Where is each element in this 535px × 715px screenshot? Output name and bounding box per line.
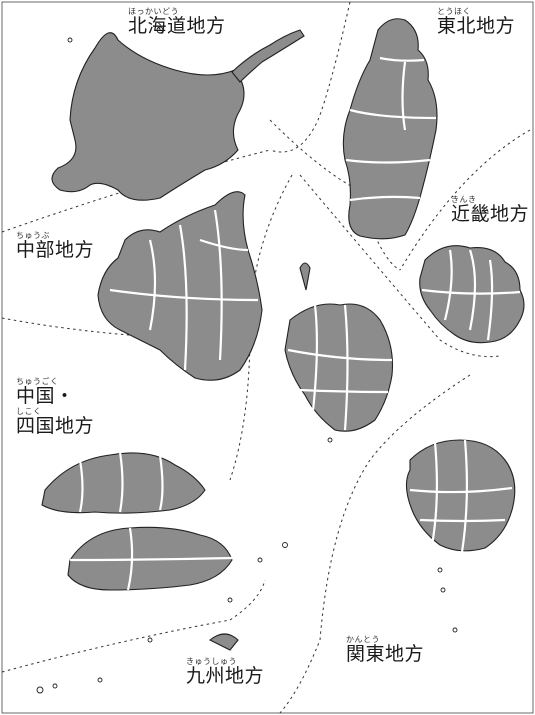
furigana-tohoku: とうほく xyxy=(437,7,471,16)
divider-hokkaido-chubu xyxy=(1,149,271,233)
label-hokkaido: 北海道地方 xyxy=(128,15,226,37)
region-label-kyushu[interactable]: きゅうしゅう 九州地方 xyxy=(186,658,264,686)
divider-chugoku-kyushu xyxy=(1,579,266,673)
label-kinki: 近畿地方 xyxy=(451,203,530,225)
region-label-hokkaido[interactable]: ほっかいどう 北海道地方 xyxy=(128,8,226,36)
furigana-chubu: ちゅうぶ xyxy=(16,231,50,240)
kanto-landmass xyxy=(405,439,516,633)
tohoku-landmass xyxy=(342,18,438,240)
label-chugoku: 中国・ xyxy=(16,385,75,407)
furigana-kanto: かんとう xyxy=(346,635,380,644)
chubu-landmass xyxy=(97,191,263,381)
region-label-chugoku-shikoku[interactable]: ちゅうごく 中国・ しこく 四国地方 xyxy=(16,378,94,436)
label-kyushu: 九州地方 xyxy=(186,665,265,687)
label-chubu: 中部地方 xyxy=(16,239,95,261)
region-label-tohoku[interactable]: とうほく 東北地方 xyxy=(437,8,515,36)
chugoku-shikoku-landmass xyxy=(41,451,233,591)
hokkaido-landmass xyxy=(51,26,305,201)
furigana-kyushu: きゅうしゅう xyxy=(186,657,237,666)
furigana-hokkaido: ほっかいどう xyxy=(128,7,179,16)
region-label-kinki[interactable]: きんき 近畿地方 xyxy=(451,196,529,224)
region-label-kanto[interactable]: かんとう 関東地方 xyxy=(346,636,424,664)
divider-tohoku-kinki xyxy=(269,119,401,271)
southwest-islands xyxy=(36,637,153,694)
divider-kanto-kyushu xyxy=(279,374,471,714)
divider-hokkaido-tohoku xyxy=(269,1,351,153)
furigana-chugoku: ちゅうごく xyxy=(16,377,59,386)
label-tohoku: 東北地方 xyxy=(437,15,516,37)
region-label-chubu[interactable]: ちゅうぶ 中部地方 xyxy=(16,232,94,260)
label-shikoku: 四国地方 xyxy=(16,415,95,437)
divider-east xyxy=(399,129,531,271)
kyushu-landmass xyxy=(208,262,394,651)
kinki-landmass xyxy=(419,245,525,344)
furigana-shikoku: しこく xyxy=(16,407,42,416)
label-kanto: 関東地方 xyxy=(346,643,425,665)
furigana-kinki: きんき xyxy=(451,195,477,204)
